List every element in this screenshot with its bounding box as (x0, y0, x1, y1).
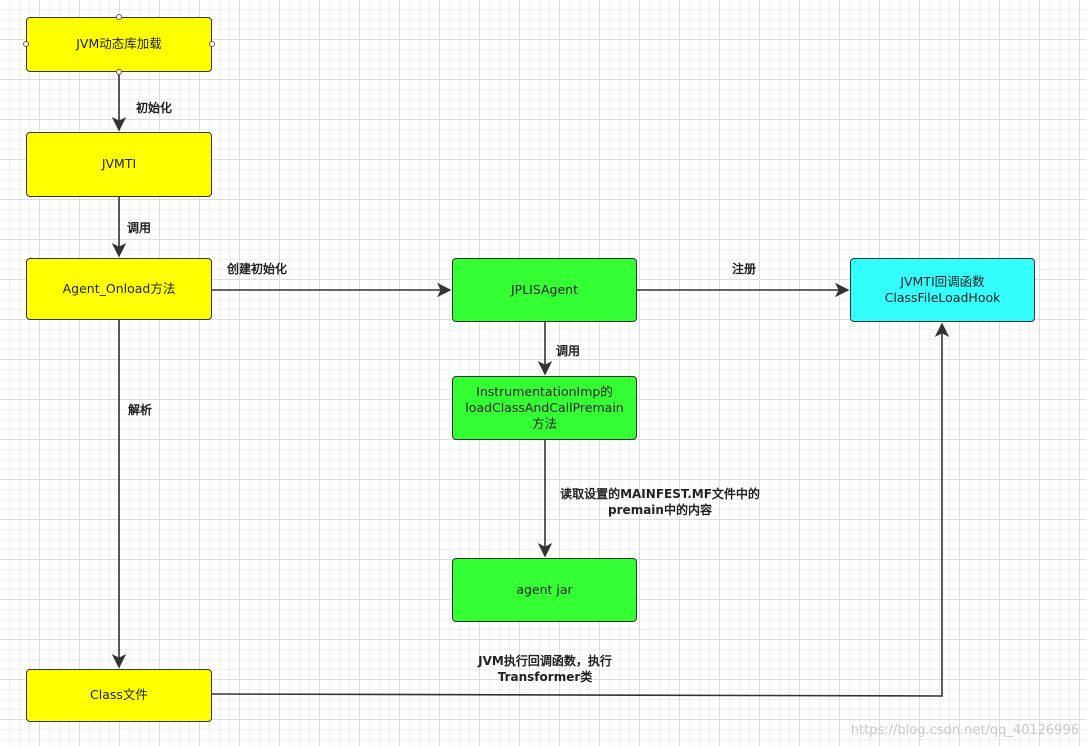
node-jplis-agent[interactable]: JPLISAgent (452, 258, 637, 322)
selection-handle-bottom[interactable] (116, 69, 122, 75)
selection-handle-top[interactable] (116, 14, 122, 20)
node-instrumentation-impl[interactable]: InstrumentationImp的 loadClassAndCallPrem… (452, 376, 637, 440)
edge-label-call-2: 调用 (556, 344, 581, 358)
edge-label-read-manifest-line2: premain中的内容 (608, 503, 712, 518)
edge-callback-line (211, 322, 950, 697)
edge-label-create-init: 创建初始化 (227, 262, 288, 276)
selection-handle-left[interactable] (23, 41, 29, 47)
node-agent-jar[interactable]: agent jar (452, 558, 637, 622)
watermark: https://blog.csdn.net/qq_40126996 (850, 723, 1079, 738)
edge-label-jvm-callback: JVM执行回调函数，执行 Transformer类 (478, 653, 612, 685)
node-jvm-dynamic-load[interactable]: JVM动态库加载 (26, 17, 212, 72)
edge-label-read-manifest-line1: 读取设置的MAINFEST.MF文件中的 (560, 487, 760, 501)
node-jvmti[interactable]: JVMTI (26, 132, 212, 197)
node-jvmti-callback[interactable]: JVMTI回调函数 ClassFileLoadHook (850, 258, 1035, 322)
edge-label-jvm-callback-line2: Transformer类 (497, 670, 593, 685)
selection-handle-right[interactable] (209, 41, 215, 47)
edge-label-init: 初始化 (136, 101, 173, 115)
edge-label-parse: 解析 (128, 403, 153, 417)
edge-label-call-1: 调用 (127, 221, 152, 235)
edge-label-register: 注册 (732, 262, 757, 276)
node-class-file[interactable]: Class文件 (26, 669, 212, 722)
edge-label-jvm-callback-line1: JVM执行回调函数，执行 (478, 654, 612, 668)
edge-label-read-manifest: 读取设置的MAINFEST.MF文件中的 premain中的内容 (560, 486, 760, 518)
node-agent-onload[interactable]: Agent_Onload方法 (26, 258, 212, 320)
